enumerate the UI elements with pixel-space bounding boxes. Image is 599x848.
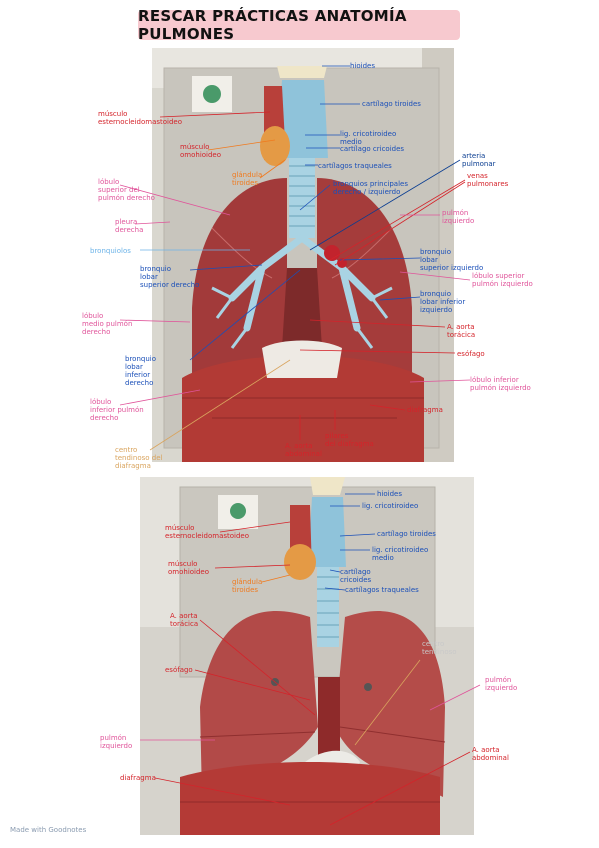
label-b-aorta-toracica: A. aorta torácica — [170, 612, 199, 628]
label-b-lig-cricotiroideo-medio: lig. cricotiroideo medio — [372, 546, 429, 562]
label-aorta-abdominal: A. aorta abdominal — [285, 442, 322, 458]
title-banner: RESCAR PRÁCTICAS ANATOMÍA PULMONES — [138, 7, 460, 43]
label-glandula-tiroides: glándula tiroides — [232, 171, 263, 187]
anatomy-photo-front — [152, 48, 454, 462]
label-b-diafragma: diafragma — [120, 774, 156, 782]
label-lobulo-superior-derecho: lóbulo superior del pulmón derecho — [98, 178, 155, 202]
label-b-cartilago-tiroides: cartílago tiroides — [377, 530, 436, 538]
label-cartilago-cricoides: cartílago cricoides — [340, 145, 405, 153]
label-lobulo-inferior-izquierdo: lóbulo inferior pulmón izquierdo — [470, 376, 531, 392]
label-musculo-omohioideo: músculo omohioideo — [180, 143, 222, 159]
lung-model-illustration — [152, 48, 454, 462]
label-b-pulmon-izquierdo-left: pulmón izquierdo — [100, 734, 133, 750]
label-cartilago-tiroides: cartílago tiroides — [362, 100, 421, 108]
label-cartilagos-traqueales: cartílagos traqueales — [318, 162, 392, 170]
label-aorta-toracica: A. aorta torácica — [447, 323, 476, 339]
label-diafragma: diafragma — [407, 406, 443, 414]
label-b-centro-tendinoso: centro tendinoso — [422, 640, 457, 656]
label-centro-tendinoso: centro tendinoso del diafragma — [115, 446, 163, 470]
label-b-esofago: esófago — [165, 666, 193, 674]
label-arteria-pulmonar: arteria pulmonar — [462, 152, 496, 168]
label-venas-pulmonares: venas pulmonares — [467, 172, 509, 188]
label-b-hioides: hioides — [377, 490, 403, 498]
label-b-cartilagos-traqueales: cartílagos traqueales — [345, 586, 419, 594]
label-lobulo-inferior-derecho: lóbulo inferior pulmón derecho — [90, 398, 144, 422]
label-pleura-derecha: pleura derecha — [115, 218, 144, 234]
label-musculo-esternocleidomastoideo: músculo esternocleidomastoideo — [98, 110, 183, 126]
label-b-glandula-tiroides: glándula tiroides — [232, 578, 263, 594]
label-bronquio-lobar-superior-izquierdo: bronquio lobar superior izquierdo — [420, 248, 484, 272]
label-lig-cricotiroideo: lig. cricotiroideo medio — [340, 130, 397, 146]
label-b-musculo-omohioideo: músculo omohioideo — [168, 560, 210, 576]
label-b-musculo-esternocleidomastoideo: músculo esternocleidomastoideo — [165, 524, 250, 540]
label-bronquio-lobar-superior-derecho: bronquio lobar superior derecho — [140, 265, 200, 289]
label-lobulo-medio: lóbulo medio pulmón derecho — [82, 312, 133, 336]
label-pulmon-izquierdo: pulmón izquierdo — [442, 209, 475, 225]
label-pilares-diafragma: pilares del diafragma — [325, 432, 374, 448]
label-b-aorta-abdominal: A. aorta abdominal — [472, 746, 509, 762]
label-lobulo-superior-izquierdo: lóbulo superior pulmón izquierdo — [472, 272, 533, 288]
label-bronquios-principales: bronquios principales derecho / izquierd… — [333, 180, 408, 196]
label-b-pulmon-izquierdo: pulmón izquierdo — [485, 676, 518, 692]
label-bronquio-lobar-inferior-izquierdo: bronquio lobar inferior izquierdo — [420, 290, 466, 314]
label-bronquio-lobar-inferior-derecho: bronquio lobar inferior derecho — [125, 355, 156, 387]
label-esofago: esófago — [457, 350, 485, 358]
label-bronquiolos: bronquiolos — [90, 247, 131, 255]
label-b-cartilago-cricoides: cartílago cricoides — [340, 568, 372, 584]
page-title: RESCAR PRÁCTICAS ANATOMÍA PULMONES — [138, 7, 407, 43]
label-b-lig-cricotiroideo: lig. cricotiroideo — [362, 502, 419, 510]
goodnotes-footer: Made with Goodnotes — [10, 826, 87, 834]
label-hioides: hioides — [350, 62, 376, 70]
